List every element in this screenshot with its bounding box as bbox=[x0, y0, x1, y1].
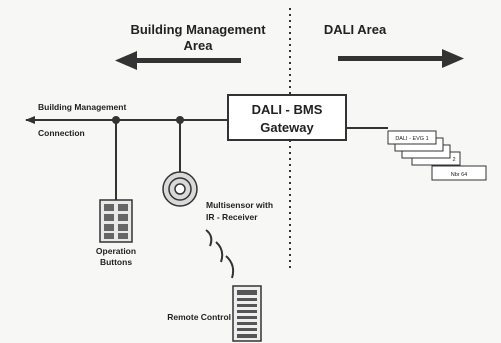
operation-buttons-panel bbox=[99, 199, 133, 243]
connection-label-line1: Building Management bbox=[38, 102, 126, 112]
multisensor-label-line1: Multisensor with bbox=[206, 200, 273, 210]
remote-control-label: Remote Control bbox=[167, 312, 231, 322]
left-area-arrow bbox=[115, 51, 241, 70]
building-area-title-line2: Area bbox=[184, 38, 214, 53]
gateway-label-line1: DALI - BMS bbox=[252, 102, 323, 117]
ir-signal-icon bbox=[205, 229, 235, 279]
gateway-label-line2: Gateway bbox=[260, 120, 314, 135]
operation-buttons-label-line2: Buttons bbox=[100, 257, 132, 267]
ballast-stack: DALI - EVG 1 2 Nbr 64 bbox=[387, 130, 487, 181]
ballast-box bbox=[387, 130, 437, 145]
ballast-last-label: Nbr 64 bbox=[451, 172, 468, 178]
dali-bms-gateway: DALI - BMS Gateway bbox=[227, 94, 347, 141]
dali-area-title: DALI Area bbox=[324, 22, 387, 37]
connection-label-line2: Connection bbox=[38, 128, 85, 138]
remote-control-icon bbox=[232, 285, 262, 342]
ballast-box bbox=[431, 165, 487, 181]
operation-buttons-label-line1: Operation bbox=[96, 246, 136, 256]
ballast-first-label: DALI - EVG 1 bbox=[395, 136, 428, 142]
building-area-title-line1: Building Management bbox=[130, 22, 266, 37]
right-area-arrow bbox=[338, 49, 464, 68]
multisensor-label-line2: IR - Receiver bbox=[206, 212, 258, 222]
multisensor-icon bbox=[162, 171, 198, 207]
ballast-third-label: 2 bbox=[452, 157, 455, 163]
